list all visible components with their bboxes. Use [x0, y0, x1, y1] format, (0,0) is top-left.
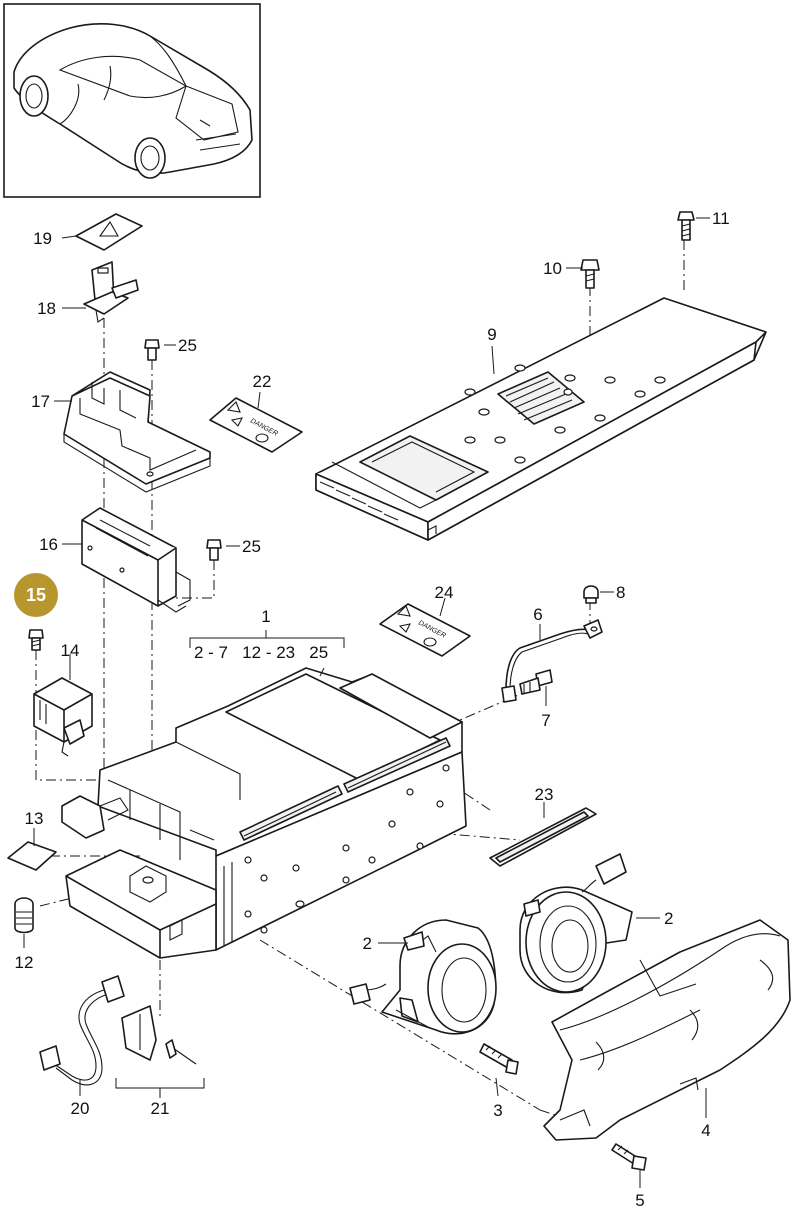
label-24: 24 [435, 583, 454, 602]
housing-part-17 [63, 371, 211, 493]
relay-box-part-14 [33, 677, 93, 757]
highlight-badge-part-15: 15 [14, 573, 58, 617]
label-part-19 [75, 213, 143, 251]
label-3: 3 [493, 1101, 502, 1120]
label-23: 23 [535, 785, 554, 804]
bracket-part-21 [115, 1005, 205, 1089]
fan-part-2-left [349, 919, 497, 1035]
label-12: 12 [15, 953, 34, 972]
vehicle-overview-inset [3, 3, 261, 198]
label-13: 13 [25, 809, 44, 828]
air-duct-part-4 [543, 919, 791, 1141]
danger-sticker-part-24: DANGER [379, 603, 471, 657]
battery-housing-part-1 [61, 667, 467, 959]
label-21: 21 [151, 1099, 170, 1118]
label-7: 7 [541, 711, 550, 730]
label-1-range: 2 - 7 12 - 23 25 [194, 643, 328, 662]
label-5: 5 [635, 1191, 644, 1210]
label-25-middle: 25 [242, 537, 261, 556]
label-17: 17 [31, 392, 50, 411]
danger-sticker-part-22: DANGER [209, 397, 303, 453]
pad-part-13 [7, 841, 57, 871]
bolt-part-7 [519, 669, 553, 695]
label-16: 16 [39, 535, 58, 554]
label-15: 15 [26, 585, 46, 605]
bolt-part-10 [580, 259, 600, 289]
label-14: 14 [61, 641, 80, 660]
plug-part-12 [14, 897, 34, 934]
label-4: 4 [701, 1121, 710, 1140]
control-box-part-16 [81, 507, 191, 613]
label-9: 9 [487, 325, 496, 344]
callout-labels: 19 18 25 17 22 16 25 9 10 11 1 2 - 7 12 … [15, 209, 730, 1210]
label-25-upper: 25 [178, 336, 197, 355]
label-1: 1 [261, 607, 270, 626]
label-19: 19 [33, 229, 52, 248]
label-10: 10 [543, 259, 562, 278]
screw-part-25-upper [144, 339, 160, 361]
ground-cable-part-6 [501, 619, 603, 703]
filter-strip-part-23 [489, 807, 597, 867]
label-11: 11 [712, 209, 730, 228]
label-6: 6 [533, 605, 542, 624]
part-1-range-bracket [189, 630, 345, 648]
label-22: 22 [253, 372, 272, 391]
label-18: 18 [37, 299, 56, 318]
label-20: 20 [71, 1099, 90, 1118]
bolt-part-11 [677, 211, 695, 241]
wiring-harness-part-20 [39, 975, 125, 1086]
battery-cover-part-9 [315, 297, 767, 541]
screw-part-5 [611, 1143, 647, 1171]
label-2-left: 2 [363, 934, 372, 953]
nut-part-8 [583, 585, 599, 604]
screw-part-3 [479, 1043, 519, 1075]
screw-part-15 [28, 629, 44, 651]
fan-part-2-right [519, 853, 633, 994]
label-2-right: 2 [664, 909, 673, 928]
bracket-part-18 [83, 261, 139, 323]
label-8: 8 [616, 583, 625, 602]
leader-lines [23, 217, 710, 1188]
car-outline-icon [13, 23, 253, 179]
screw-part-25-middle [206, 539, 222, 561]
